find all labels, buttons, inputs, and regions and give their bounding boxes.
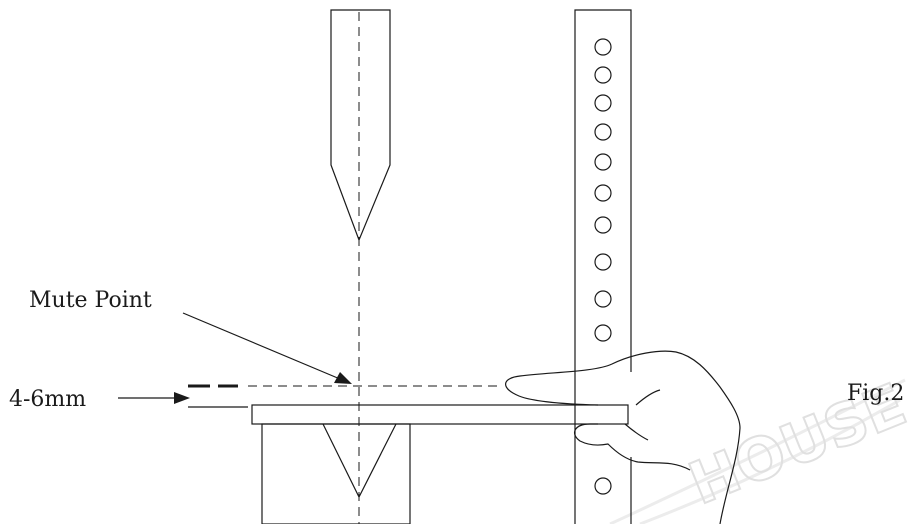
gauge-hole — [594, 184, 612, 202]
figure-label: Fig.2 — [847, 381, 905, 406]
gauge-holes — [594, 38, 612, 495]
backgauge-strip — [574, 9, 632, 524]
gauge-hole — [594, 153, 612, 171]
gauge-hole — [594, 324, 612, 342]
lower-die — [261, 423, 411, 524]
gauge-hole — [594, 290, 612, 308]
sheet-metal — [251, 404, 629, 425]
upper-punch — [330, 9, 391, 242]
mute-point-arrow — [182, 312, 352, 384]
gap-arrow — [118, 392, 190, 404]
gauge-hole — [594, 216, 612, 234]
gauge-hole — [594, 66, 612, 84]
gauge-hole — [594, 94, 612, 112]
gap-label: 4-6mm — [9, 387, 87, 412]
mute-point-label: Mute Point — [29, 288, 152, 313]
gauge-hole — [594, 123, 612, 141]
gauge-hole — [594, 253, 612, 271]
gauge-hole — [594, 38, 612, 56]
hand — [505, 350, 741, 524]
gauge-hole — [594, 477, 612, 495]
